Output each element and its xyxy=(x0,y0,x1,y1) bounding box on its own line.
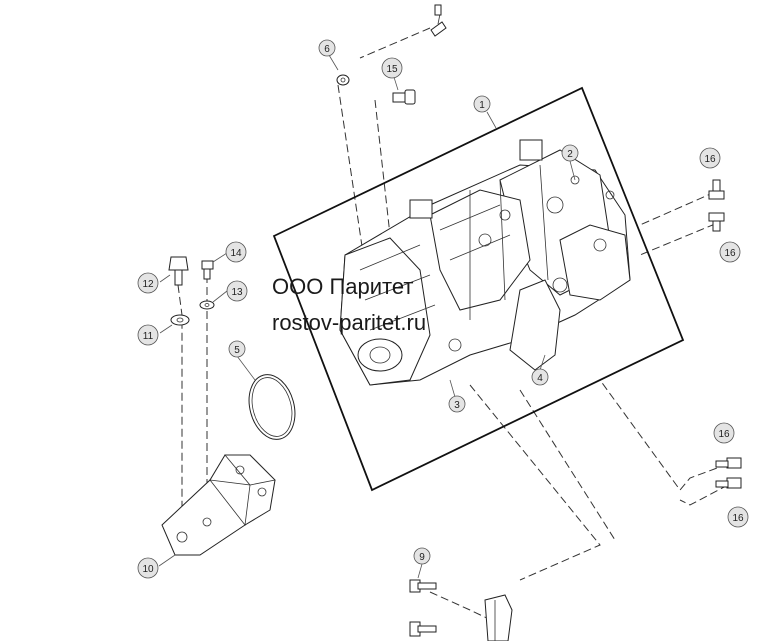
bolt-12 xyxy=(168,256,189,286)
bracket-10 xyxy=(161,454,276,556)
callout-10: 10 xyxy=(137,557,159,579)
callout-13: 13 xyxy=(226,280,248,302)
svg-text:16: 16 xyxy=(718,429,730,440)
bolt-9 xyxy=(409,579,437,593)
svg-text:16: 16 xyxy=(732,513,744,524)
washer-13 xyxy=(199,300,215,310)
svg-text:6: 6 xyxy=(324,44,330,55)
bolt-top xyxy=(430,4,447,37)
leader-lines xyxy=(158,54,576,579)
callout-6: 6 xyxy=(318,39,336,57)
svg-text:14: 14 xyxy=(230,248,242,259)
washer-11 xyxy=(170,314,190,326)
callout-9: 9 xyxy=(413,547,431,565)
svg-text:5: 5 xyxy=(234,345,240,356)
bolt-14 xyxy=(201,260,214,280)
svg-text:4: 4 xyxy=(537,373,543,384)
watermark: ООО Паритет rostov-paritet.ru xyxy=(272,274,426,335)
washer-6 xyxy=(336,74,350,86)
bolt-16-c xyxy=(715,457,742,469)
callout-12: 12 xyxy=(137,272,159,294)
callout-3: 3 xyxy=(448,395,466,413)
callout-16-d: 16 xyxy=(727,506,749,528)
callout-4: 4 xyxy=(531,368,549,386)
callout-2: 2 xyxy=(561,144,579,162)
callout-16-b: 16 xyxy=(719,241,741,263)
bolt-16-b xyxy=(708,212,725,232)
svg-text:2: 2 xyxy=(567,149,573,160)
svg-text:16: 16 xyxy=(704,154,716,165)
svg-text:12: 12 xyxy=(142,279,154,290)
watermark-website: rostov-paritet.ru xyxy=(272,310,426,335)
fitting-15 xyxy=(392,89,416,105)
callout-15: 15 xyxy=(381,57,403,79)
watermark-company: ООО Паритет xyxy=(272,274,413,299)
o-ring-5 xyxy=(248,374,296,440)
svg-text:15: 15 xyxy=(386,64,398,75)
svg-text:9: 9 xyxy=(419,552,425,563)
callout-14: 14 xyxy=(225,241,247,263)
callout-16-a: 16 xyxy=(699,147,721,169)
bolt-bottom xyxy=(409,621,437,637)
svg-text:10: 10 xyxy=(142,564,154,575)
svg-text:3: 3 xyxy=(454,400,460,411)
callout-bubbles: 1 2 3 4 5 6 9 10 xyxy=(137,39,749,579)
callout-16-c: 16 xyxy=(713,422,735,444)
bracket-bottom xyxy=(484,594,513,641)
pump-assembly xyxy=(339,139,631,386)
svg-text:11: 11 xyxy=(143,331,154,342)
svg-text:16: 16 xyxy=(724,248,736,259)
callout-5: 5 xyxy=(228,340,246,358)
callout-1: 1 xyxy=(473,95,491,113)
callout-11: 11 xyxy=(137,324,159,346)
svg-text:1: 1 xyxy=(479,100,485,111)
assembly-frame xyxy=(272,86,685,492)
bolt-16-a xyxy=(708,179,725,200)
svg-text:13: 13 xyxy=(231,287,243,298)
bolt-16-d xyxy=(715,477,742,489)
